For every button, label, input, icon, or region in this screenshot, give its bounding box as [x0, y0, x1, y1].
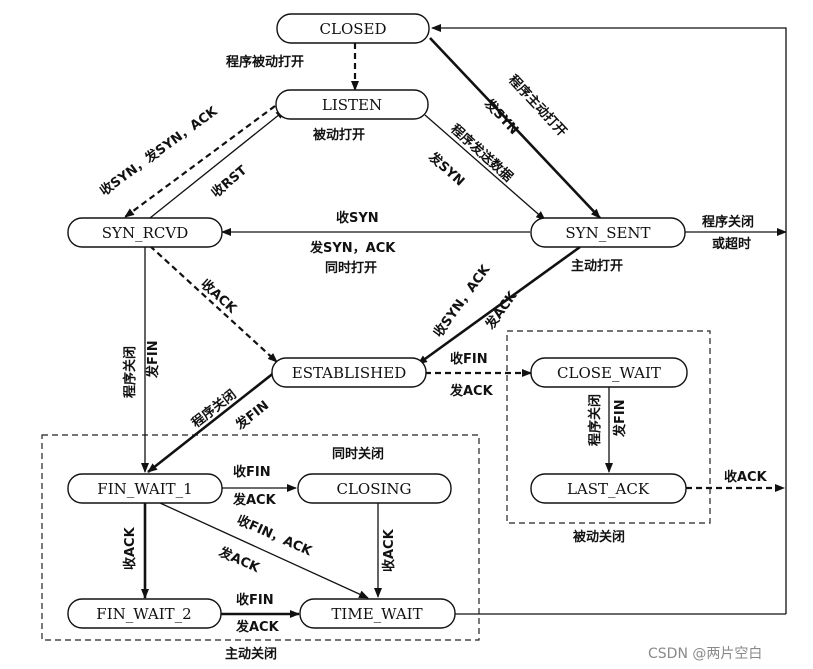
label-recv-syn-ack: 收SYN，ACK: [430, 261, 494, 340]
state-fin-wait-2: FIN_WAIT_2: [67, 598, 222, 629]
label-prog-close-est: 程序关闭: [189, 387, 240, 432]
state-last-ack: LAST_ACK: [530, 473, 687, 504]
edge-finwait1-timewait: [159, 502, 369, 599]
label-simul-close: 同时关闭: [332, 446, 384, 462]
edge-established-finwait1: [147, 370, 276, 474]
edge-listen-synrcvd: [124, 105, 276, 218]
label-recv-fin-fw2: 收FIN: [236, 592, 274, 608]
state-closing: CLOSING: [297, 473, 452, 504]
label-send-ack-fw1: 发ACK: [232, 492, 277, 508]
label-send-ack-diag: 发ACK: [215, 544, 262, 577]
active-close-box: [41, 434, 480, 641]
label-recv-ack-lastack: 收ACK: [724, 469, 768, 485]
state-listen-label: LISTEN: [322, 96, 382, 114]
label-recv-ack-closing: 收ACK: [381, 528, 397, 572]
label-send-ack-est: 发ACK: [449, 383, 494, 399]
edge-synrcvd-listen-rst: [149, 109, 286, 219]
state-closing-label: CLOSING: [336, 480, 411, 498]
state-time-wait: TIME_WAIT: [299, 598, 456, 629]
state-fin-wait-2-label: FIN_WAIT_2: [96, 605, 191, 623]
label-recv-rst: 收RST: [208, 162, 250, 201]
edge-closed-synsent: [429, 37, 601, 219]
state-syn-rcvd-label: SYN_RCVD: [102, 224, 188, 242]
state-closed-label: CLOSED: [320, 20, 387, 38]
state-time-wait-label: TIME_WAIT: [331, 605, 422, 623]
state-syn-rcvd: SYN_RCVD: [67, 217, 223, 248]
state-established: ESTABLISHED: [271, 357, 427, 388]
label-send-syn-ack: 发SYN，ACK: [309, 240, 396, 256]
edge-listen-synsent: [424, 114, 546, 221]
edge-synsent-established: [417, 245, 581, 366]
label-send-fin-left: 发FIN: [145, 340, 161, 379]
state-listen: LISTEN: [275, 89, 429, 120]
watermark: CSDN @两片空白: [648, 646, 762, 662]
state-fin-wait-1: FIN_WAIT_1: [67, 473, 223, 504]
label-send-fin-cw: 发FIN: [612, 399, 628, 438]
passive-close-box: [506, 330, 711, 524]
edge-synrcvd-established: [149, 245, 278, 363]
label-recv-syn: 收SYN: [336, 210, 379, 226]
state-fin-wait-1-label: FIN_WAIT_1: [97, 480, 192, 498]
label-simul-open: 同时打开: [325, 260, 377, 276]
label-send-ack: 发ACK: [482, 288, 521, 333]
state-established-label: ESTABLISHED: [292, 364, 407, 382]
label-active-close: 主动关闭: [225, 646, 277, 662]
label-prog-close-left: 程序关闭: [122, 346, 138, 398]
state-last-ack-label: LAST_ACK: [567, 480, 650, 498]
label-recv-fin-fw1: 收FIN: [233, 464, 271, 480]
label-send-ack-fw2: 发ACK: [235, 619, 280, 635]
label-send-syn-b: 发SYN: [425, 148, 468, 189]
label-active-open: 主动打开: [571, 258, 623, 274]
label-passive-close: 被动关闭: [572, 529, 625, 545]
label-or-timeout: 或超时: [712, 236, 751, 252]
label-recv-syn-send-synack: 收SYN，发SYN，ACK: [97, 103, 221, 199]
state-syn-sent-label: SYN_SENT: [565, 224, 650, 242]
label-send-syn-a: 发SYN: [480, 95, 521, 138]
label-passive-open-prog: 程序被动打开: [226, 54, 304, 70]
label-recv-fin-est: 收FIN: [450, 351, 488, 367]
label-recv-fin-ack: 收FIN，ACK: [234, 512, 315, 560]
edge-right-rail: [431, 24, 787, 614]
label-passive-open: 被动打开: [312, 127, 365, 143]
state-close-wait-label: CLOSE_WAIT: [557, 364, 661, 382]
states: CLOSED LISTEN SYN_RCVD SYN_SENT ESTABLIS…: [67, 13, 688, 629]
label-prog-close-cw: 程序关闭: [587, 394, 603, 446]
state-close-wait: CLOSE_WAIT: [530, 357, 688, 388]
label-recv-ack-fw1: 收ACK: [122, 526, 138, 570]
label-prog-close: 程序关闭: [702, 214, 754, 230]
edges: [124, 24, 787, 618]
state-closed: CLOSED: [276, 13, 430, 44]
state-syn-sent: SYN_SENT: [530, 217, 686, 248]
